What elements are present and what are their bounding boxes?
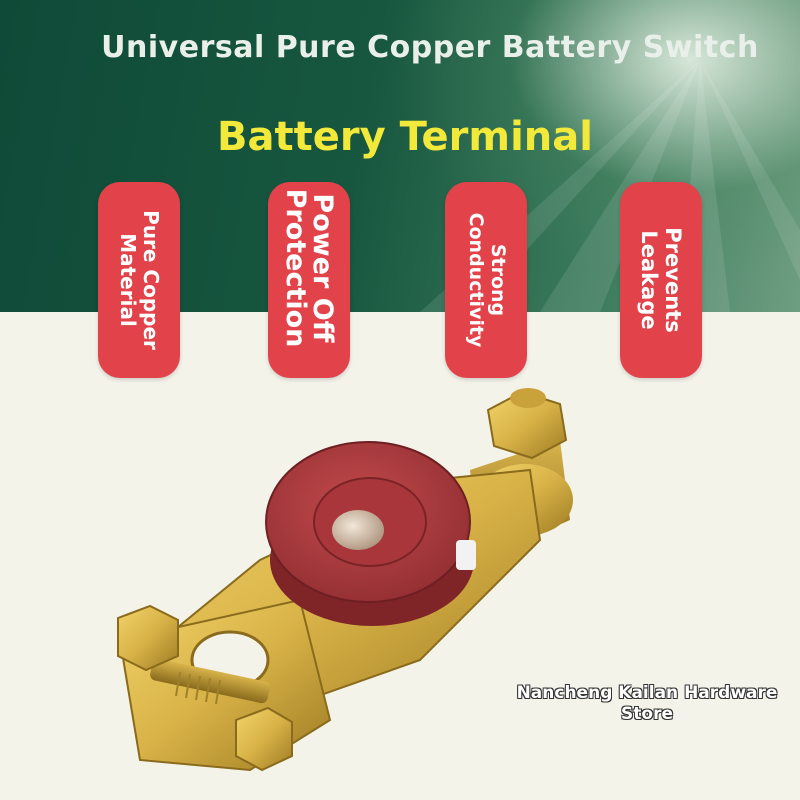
feature-label: Strong Conductivity xyxy=(465,212,509,348)
page-title: Universal Pure Copper Battery Switch xyxy=(101,30,759,65)
feature-label: Prevents Leakage xyxy=(637,227,686,333)
store-watermark: Nancheng Kailan Hardware Store xyxy=(516,683,778,725)
feature-pure-copper: Pure Copper Material xyxy=(98,182,180,378)
feature-leakage: Prevents Leakage xyxy=(620,182,702,378)
clamp-bolt xyxy=(117,604,293,772)
page-subtitle: Battery Terminal xyxy=(217,114,593,160)
feature-label: Pure Copper Material xyxy=(116,210,163,350)
battery-switch-illustration xyxy=(117,388,573,772)
red-knob xyxy=(265,441,476,626)
feature-conductivity: Strong Conductivity xyxy=(445,182,527,378)
feature-power-off: Power Off Protection xyxy=(268,182,350,378)
feature-label: Power Off Protection xyxy=(280,188,338,348)
